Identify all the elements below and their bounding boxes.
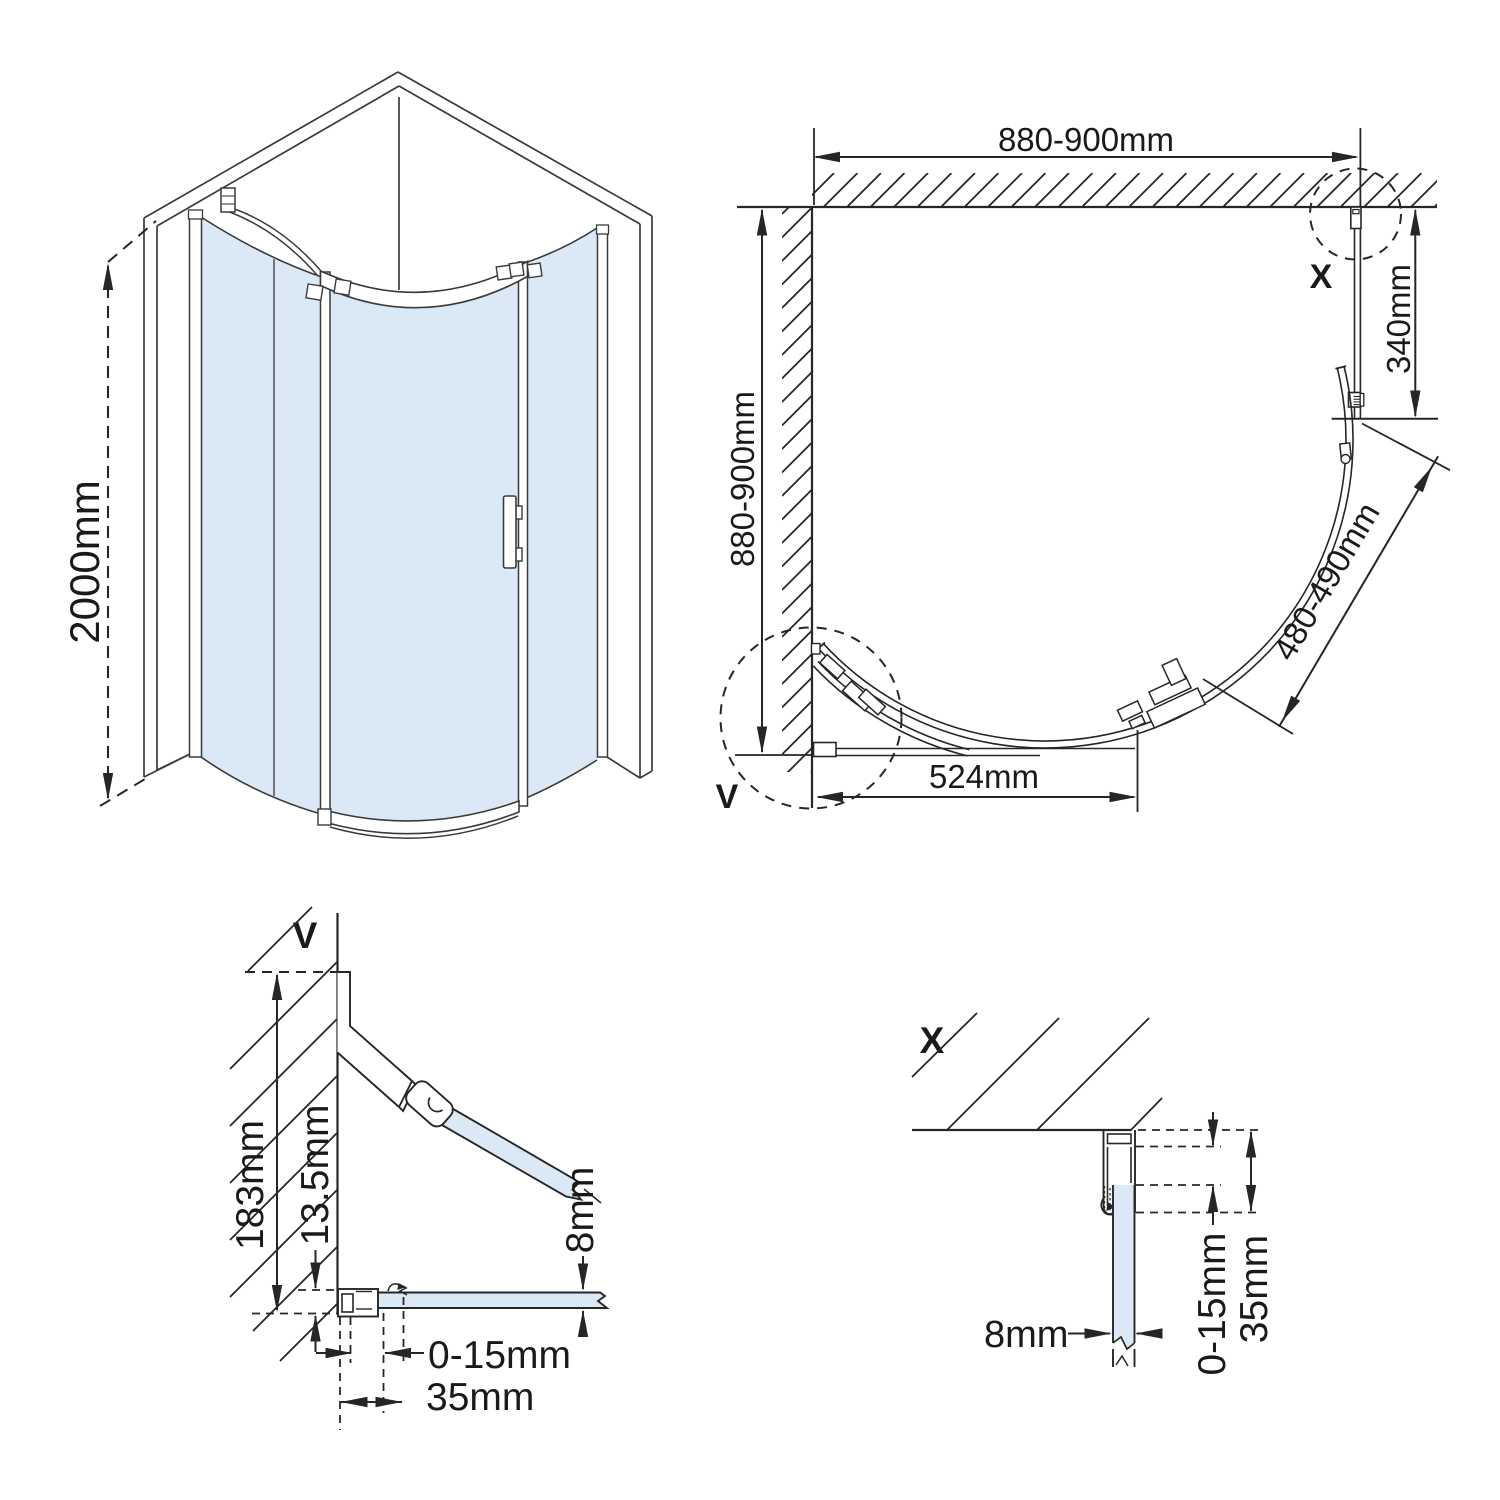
svg-text:524mm: 524mm — [929, 758, 1039, 795]
svg-text:183mm: 183mm — [229, 1120, 272, 1250]
svg-text:X: X — [920, 1020, 945, 1061]
svg-text:V: V — [716, 778, 739, 816]
svg-text:35mm: 35mm — [1233, 1235, 1276, 1343]
svg-text:8mm: 8mm — [559, 1167, 602, 1254]
svg-text:V: V — [293, 915, 318, 956]
svg-text:2000mm: 2000mm — [61, 480, 108, 643]
svg-text:8mm: 8mm — [984, 1314, 1068, 1356]
svg-text:880-900mm: 880-900mm — [724, 391, 761, 567]
svg-text:X: X — [1310, 258, 1333, 296]
svg-text:880-900mm: 880-900mm — [998, 121, 1174, 158]
svg-text:35mm: 35mm — [426, 1376, 534, 1419]
svg-text:340mm: 340mm — [1380, 264, 1417, 374]
svg-text:13.5mm: 13.5mm — [294, 1105, 337, 1246]
svg-text:0-15mm: 0-15mm — [428, 1334, 571, 1377]
svg-text:0-15mm: 0-15mm — [1191, 1232, 1234, 1375]
